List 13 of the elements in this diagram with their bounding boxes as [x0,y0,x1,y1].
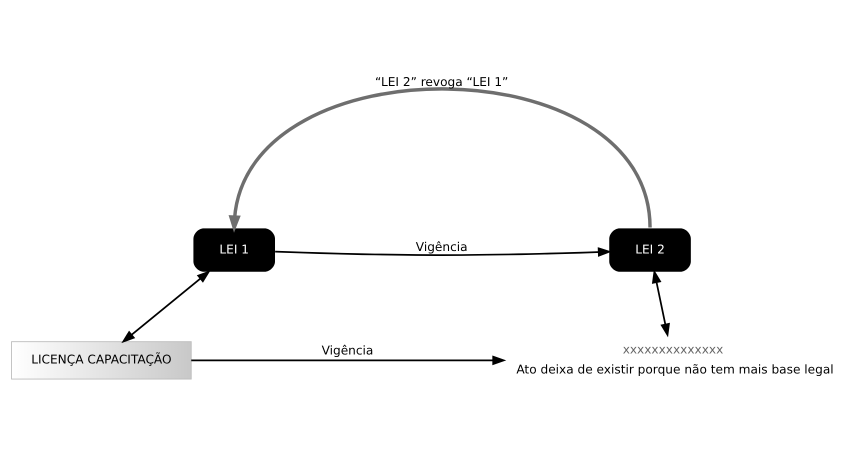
node-box: LEI 2 [609,228,691,272]
arrow [121,270,211,344]
node-box: LEI 1 [193,228,275,272]
edge-label: Vigência [416,240,468,254]
edge-label: Vigência [322,343,374,358]
node-box: LICENÇA CAPACITAÇÃO [11,341,192,380]
arrow [191,355,506,366]
arrow [275,247,612,257]
edge-label: “LEI 2” revoga “LEI 1” [375,75,508,90]
node-label: Ato deixa de existir porque não tem mais base legal [516,362,834,377]
arrow [652,269,670,338]
node-text: xxxxxxxxxxxxxx [622,342,724,357]
arrow [228,87,652,233]
